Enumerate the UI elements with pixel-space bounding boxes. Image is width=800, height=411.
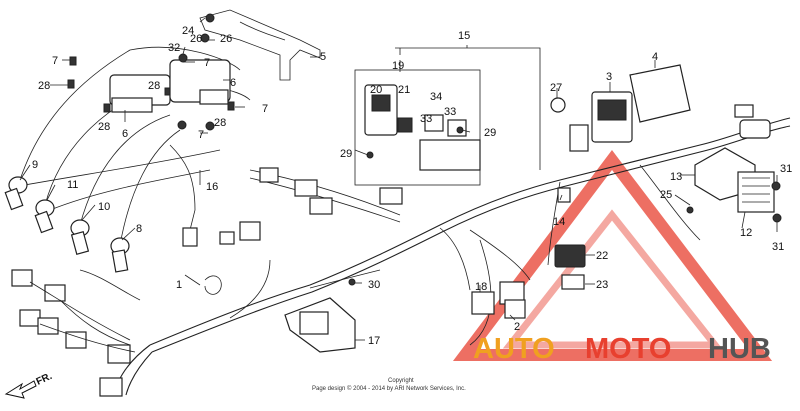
fuse-holder-2 <box>504 299 526 319</box>
connector-cluster-left <box>11 269 141 397</box>
callout-28-c: 28 <box>98 121 110 133</box>
watermark-hub: HUB <box>708 333 771 365</box>
relay-22 <box>554 244 586 268</box>
spark-plug-cap-8 <box>110 237 130 273</box>
callout-29-a: 29 <box>484 127 496 139</box>
relay-18 <box>471 281 525 315</box>
watermark-moto: MOTO <box>585 333 671 365</box>
copyright-line-2: Page design © 2004 - 2014 by ARI Network… <box>312 385 466 392</box>
connector-upper-right <box>734 104 771 139</box>
ignition-coil-6-upper <box>169 59 231 105</box>
callout-31-b: 31 <box>772 241 784 253</box>
callout-7-d: 7 <box>198 129 204 141</box>
bolts <box>67 13 782 286</box>
callout-26-b: 26 <box>190 33 202 45</box>
callout-32: 32 <box>168 42 180 54</box>
part-27 <box>550 97 566 113</box>
callout-8: 8 <box>136 223 142 235</box>
copyright: Copyright Page design © 2004 - 2014 by A… <box>312 378 466 392</box>
callout-21: 21 <box>398 84 410 96</box>
watermark-auto: AUTO <box>473 333 555 365</box>
callout-labels: 24 26 32 26 5 7 28 28 7 6 7 28 6 7 28 9 … <box>32 25 792 347</box>
callout-7-a: 7 <box>52 55 58 67</box>
callout-5: 5 <box>320 51 326 63</box>
callout-6-a: 6 <box>230 77 236 89</box>
callout-19: 19 <box>392 60 404 72</box>
part-connector-590 <box>569 124 589 152</box>
callout-26-a: 26 <box>220 33 232 45</box>
ignition-coil-6-lower <box>109 74 171 113</box>
fr-label: FR. <box>35 371 54 388</box>
callout-12: 12 <box>740 227 752 239</box>
callout-22: 22 <box>596 250 608 262</box>
mounting-plate-17 <box>284 297 356 353</box>
callout-6-b: 6 <box>122 128 128 140</box>
relay-23 <box>561 274 585 290</box>
callout-24: 24 <box>182 25 194 37</box>
connector-16 <box>169 144 198 247</box>
callout-30: 30 <box>368 279 380 291</box>
unit-4 <box>629 64 691 123</box>
callout-16: 16 <box>206 181 218 193</box>
callout-7-c: 7 <box>262 103 268 115</box>
front-direction-arrow: FR. <box>4 371 54 399</box>
callout-33-b: 33 <box>444 106 456 118</box>
callout-28-d: 28 <box>214 117 226 129</box>
callout-15: 15 <box>458 30 470 42</box>
callout-20: 20 <box>370 84 382 96</box>
callout-2: 2 <box>514 321 520 333</box>
callout-1: 1 <box>176 279 182 291</box>
connector-mid <box>219 167 403 245</box>
regulator-12 <box>737 171 775 213</box>
callout-14: 14 <box>553 216 565 228</box>
clamp-1 <box>204 275 222 295</box>
bracket-5 <box>199 9 321 81</box>
callout-27: 27 <box>550 82 562 94</box>
callout-4: 4 <box>652 51 658 63</box>
spark-plug-cap-11 <box>34 199 55 234</box>
callout-11: 11 <box>67 179 78 191</box>
callout-31-a: 31 <box>780 163 792 175</box>
callout-25: 25 <box>660 189 672 201</box>
spark-plug-cap-10 <box>70 219 90 255</box>
callout-7-b: 7 <box>204 57 210 69</box>
unit-3 <box>591 91 633 143</box>
callout-23: 23 <box>596 279 608 291</box>
callout-33-a: 33 <box>420 113 432 125</box>
callout-28-a: 28 <box>38 80 50 92</box>
callout-34: 34 <box>430 91 442 103</box>
watermark-triangle <box>452 150 773 361</box>
callout-29-b: 29 <box>340 148 352 160</box>
callout-3: 3 <box>606 71 612 83</box>
leader-lines <box>19 17 778 341</box>
callout-10: 10 <box>98 201 110 213</box>
callout-13: 13 <box>670 171 682 183</box>
callout-17: 17 <box>368 335 380 347</box>
spark-plug-cap-9 <box>4 176 28 211</box>
callout-9: 9 <box>32 159 38 171</box>
callout-18: 18 <box>475 281 487 293</box>
copyright-line-1: Copyright <box>388 378 414 384</box>
watermark-logo: AUTO MOTO HUB <box>473 333 771 365</box>
callout-28-b: 28 <box>148 80 160 92</box>
